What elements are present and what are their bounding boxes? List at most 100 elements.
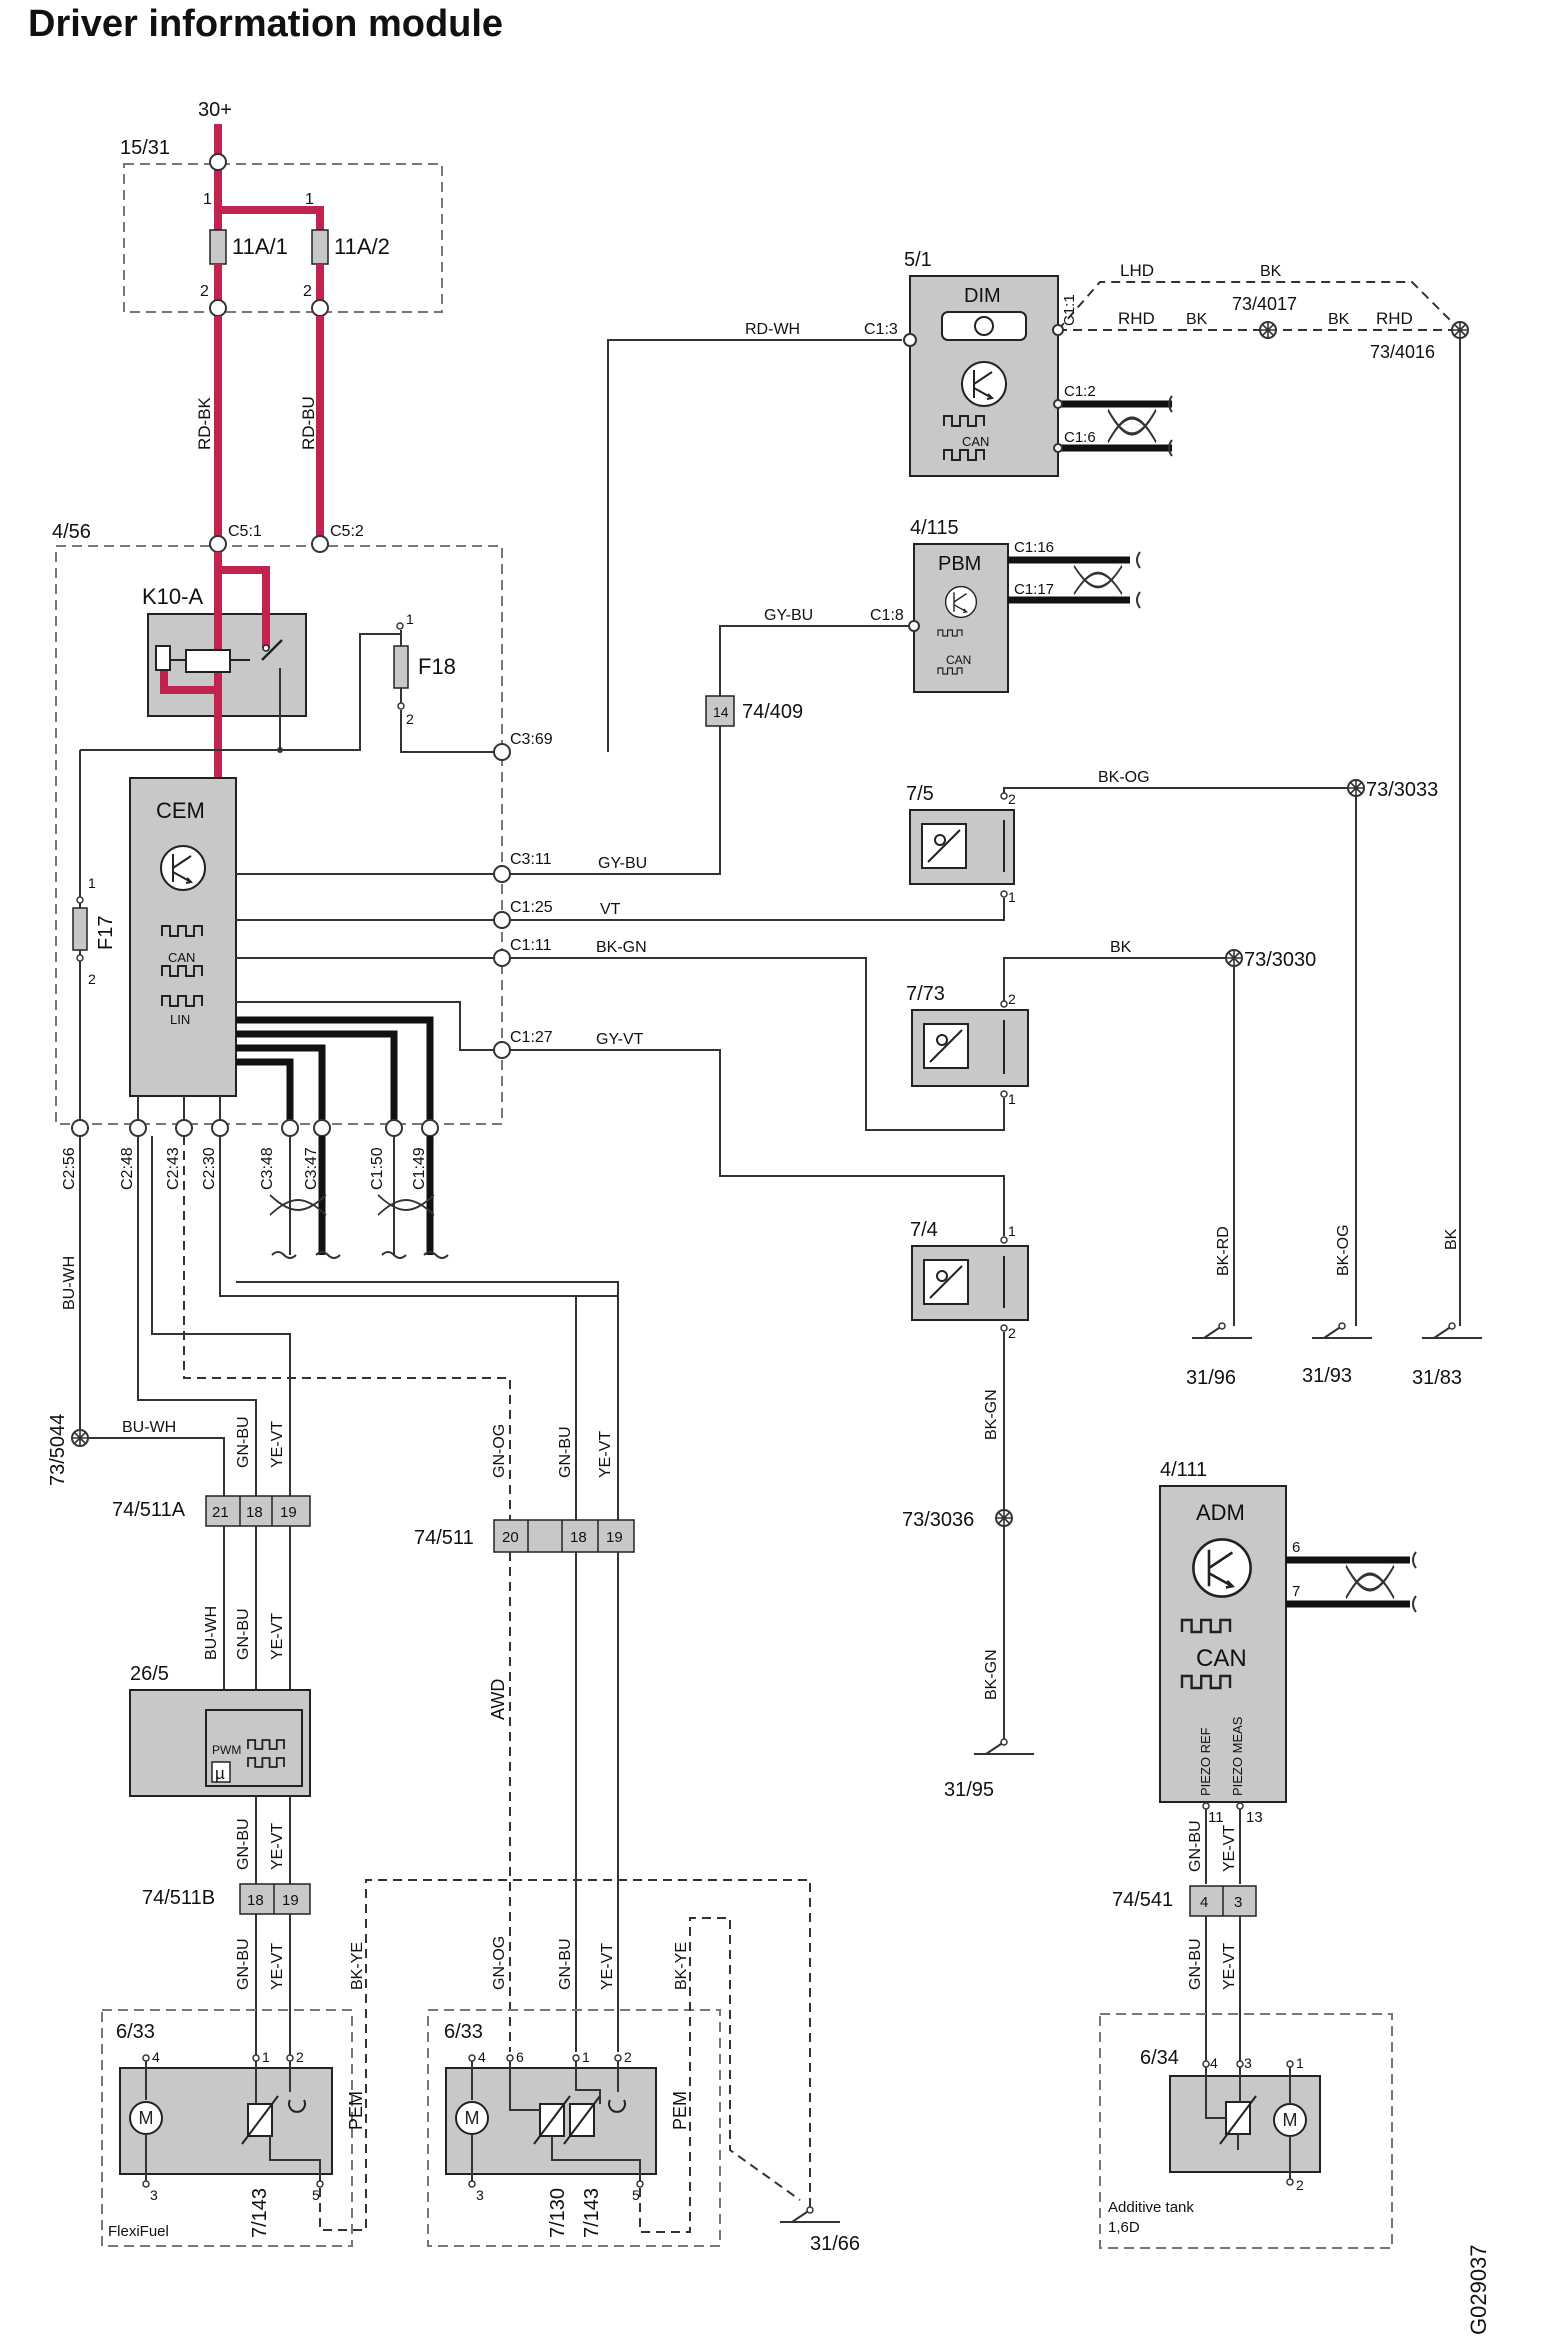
wire-label: YE-VT [599, 1943, 616, 1990]
connector-label: C1:27 [510, 1029, 553, 1046]
pin-label: 2 [1008, 791, 1016, 807]
wire-label: RD-BU [299, 396, 318, 450]
pin-label: 7 [1292, 1583, 1300, 1600]
pin-label: 19 [280, 1504, 297, 1521]
wire-label: GN-BU [557, 1426, 574, 1478]
connector-label: C5:1 [228, 523, 262, 540]
pin-label: 4 [1210, 2055, 1218, 2071]
pin-label: 1 [406, 611, 414, 627]
battery-label: 30+ [198, 99, 232, 121]
connector-label: C1:49 [411, 1147, 428, 1190]
pin-label: 1 [582, 2049, 590, 2065]
connector-label: C2:43 [165, 1147, 182, 1190]
wire-label: BK-RD [1215, 1226, 1232, 1276]
pin-label: 1 [262, 2049, 270, 2065]
wire-label: LHD [1120, 261, 1154, 280]
splice-label: 73/3030 [1244, 949, 1316, 971]
splice-label: 73/3036 [902, 1509, 974, 1531]
fusebox-label: 15/31 [120, 137, 170, 159]
wire-label: AWD [488, 1679, 508, 1720]
pin-label: 2 [296, 2049, 304, 2065]
connector-label: 74/409 [742, 701, 803, 723]
pin-label: PIEZO MEAS [1230, 1716, 1245, 1796]
connector-label: C1:6 [1064, 429, 1096, 446]
connector-label: 74/511B [142, 1887, 215, 1909]
flexifuel-area [101, 2009, 353, 2247]
connector-label: C2:56 [61, 1147, 78, 1190]
connector-label: C1:11 [510, 937, 552, 954]
fusebox-15-31 [123, 163, 443, 313]
wire-label: BU-WH [203, 1606, 220, 1660]
sensor-id: 7/73 [906, 983, 945, 1005]
cem-module [129, 777, 237, 1097]
pin-label: 21 [212, 1504, 229, 1521]
sensor-id: 7/4 [910, 1219, 938, 1241]
bus-label: CAN [946, 653, 971, 667]
mu-symbol: µ [215, 1764, 225, 1783]
wire-label: YE-VT [269, 1613, 286, 1660]
awd-area [427, 2009, 721, 2247]
fuse-f17 [72, 907, 88, 951]
pin-label: 1 [88, 875, 96, 891]
pin-label: 13 [1246, 1809, 1263, 1826]
pump-id: 6/33 [444, 2021, 483, 2043]
wire-label: YE-VT [269, 1421, 286, 1468]
module-name: ADM [1196, 1500, 1245, 1525]
connector-label: C1:16 [1014, 539, 1054, 556]
wire-label: GN-BU [235, 1818, 252, 1870]
supply-wire [214, 124, 324, 230]
connector-label: 74/541 [1112, 1889, 1173, 1911]
pump-id: 6/34 [1140, 2047, 1179, 2069]
connector-label: C3:69 [510, 731, 553, 748]
pin-label: 2 [624, 2049, 632, 2065]
ground-label: 31/96 [1186, 1367, 1236, 1389]
wire-label: RD-BK [195, 396, 214, 450]
wire-label: BK [1443, 1228, 1460, 1250]
connector-label: 74/511A [112, 1499, 186, 1521]
fuse-label: 11A/2 [334, 234, 390, 259]
pin-label: 5 [632, 2187, 640, 2203]
wire-label: GN-OG [491, 1936, 508, 1990]
connector-74-511b [239, 1883, 311, 1915]
ground-label: 31/93 [1302, 1365, 1352, 1387]
drawing-id: G029037 [1466, 2244, 1491, 2335]
relay-label: K10-A [142, 584, 203, 609]
splice-label: 73/4016 [1370, 342, 1435, 362]
wire-label: BK-GN [983, 1649, 1000, 1700]
pin-label: 3 [150, 2187, 158, 2203]
pin-label: 18 [246, 1504, 263, 1521]
pin-label: PIEZO REF [1198, 1727, 1213, 1796]
splice-label: 73/4017 [1232, 294, 1297, 314]
fuse-11a-1 [209, 229, 227, 265]
bus-label: LIN [170, 1012, 190, 1027]
relay-label: 7/130 [547, 2188, 569, 2238]
connector-label: C2:30 [201, 1147, 218, 1190]
connector-label: C1:8 [870, 607, 904, 624]
pin-label: 1 [1296, 2055, 1304, 2071]
pwm-label: PWM [212, 1743, 241, 1757]
pin-label: 3 [476, 2187, 484, 2203]
module-name: DIM [964, 285, 1001, 307]
pin-label: 18 [570, 1529, 587, 1546]
wire-label: RD-WH [745, 321, 800, 338]
wire-label: YE-VT [597, 1431, 614, 1478]
pin-label: 1 [203, 191, 212, 208]
additive-tank-area [1099, 2013, 1393, 2249]
pin-label: 2 [406, 711, 414, 727]
ground-label: 31/83 [1412, 1367, 1462, 1389]
pin-label: 14 [713, 704, 729, 720]
wire-label: BU-WH [61, 1256, 78, 1310]
wire-label: GN-BU [557, 1938, 574, 1990]
pin-label: 4 [478, 2049, 486, 2065]
fuse-11a-2 [311, 229, 329, 265]
pin-label: 1 [305, 191, 314, 208]
wire-label: BU-WH [122, 1419, 176, 1436]
pin-label: 11 [1208, 1809, 1224, 1826]
page-title: Driver information module [28, 3, 503, 45]
connector-label: C1:25 [510, 899, 553, 916]
pin-label: 2 [1008, 991, 1016, 1007]
bus-label: CAN [168, 950, 195, 965]
pin-label: 4 [1200, 1894, 1208, 1911]
wire-label: GN-BU [1187, 1820, 1204, 1872]
pin-label: 5 [312, 2187, 320, 2203]
